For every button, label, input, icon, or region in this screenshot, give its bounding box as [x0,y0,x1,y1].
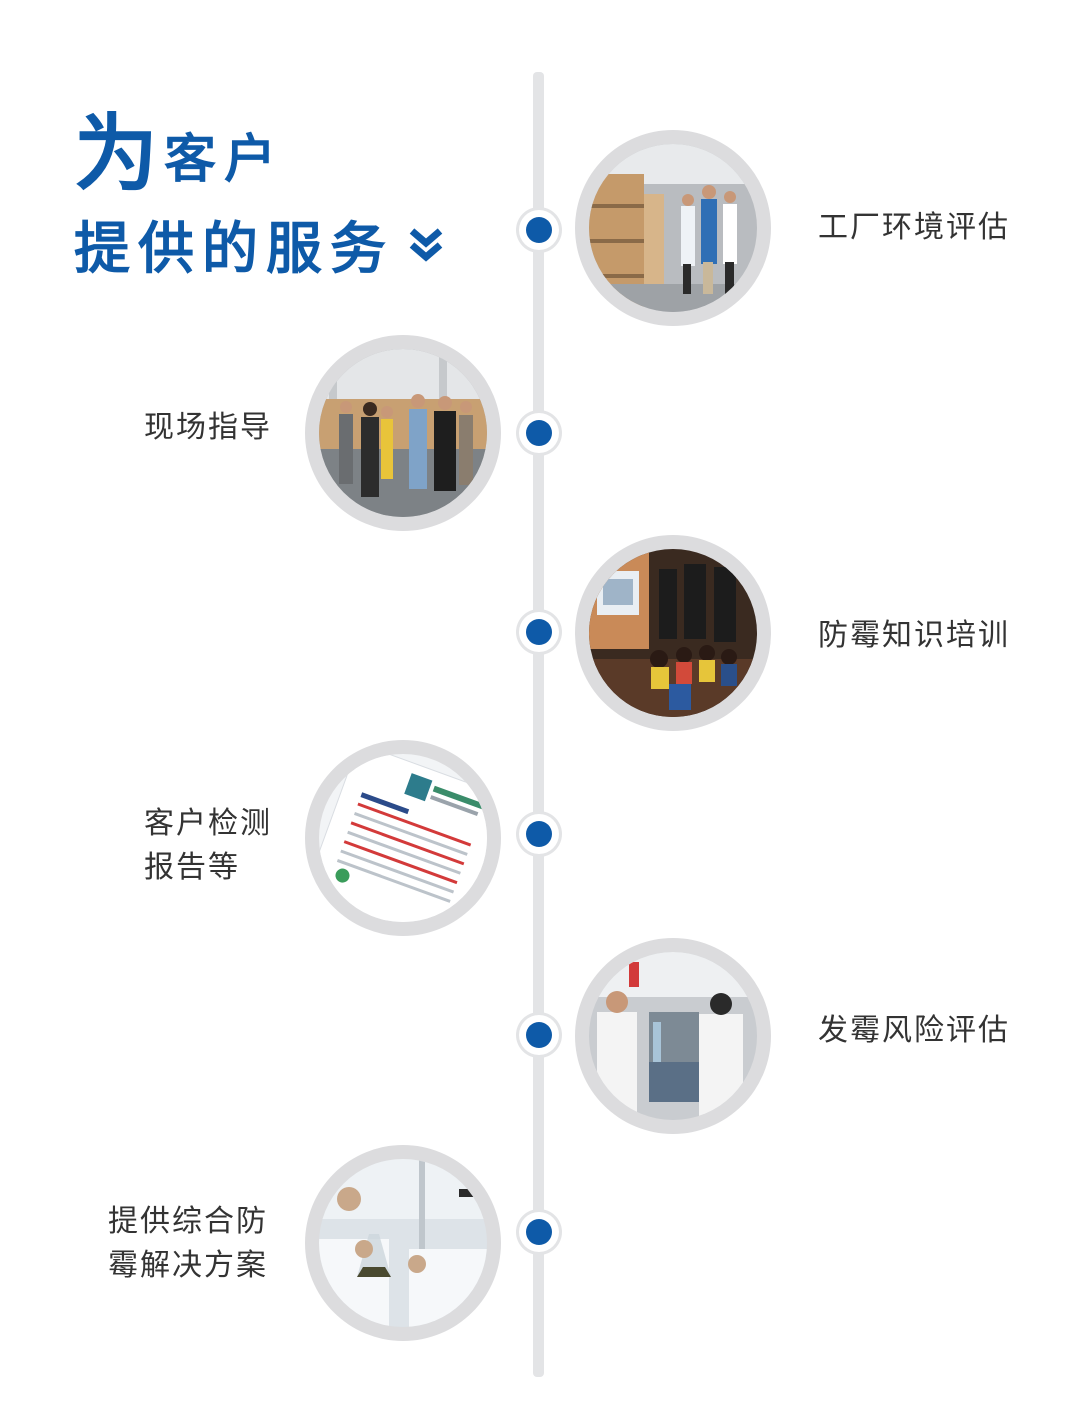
timeline-dot [526,217,552,243]
title-line2: 提供的服务 [74,217,394,282]
item-label-test-report-line2: 报告等 [144,850,240,885]
training-session-photo [575,535,771,731]
title-big-char: 为 [74,105,159,203]
factory-photo-illustration [589,144,757,312]
item-label-test-report: 客户检测 报告等 [144,802,272,890]
lab-flask-photo [305,1145,501,1341]
item-label-onsite-guidance: 现场指导 [144,410,272,445]
item-label-solution-line2: 霉解决方案 [108,1248,268,1283]
report-photo-illustration [319,754,487,922]
item-label-solution-line1: 提供综合防 [108,1204,268,1239]
title-line1: 客户 [164,130,285,190]
item-label-mold-risk: 发霉风险评估 [818,1013,1010,1048]
factory-inspection-photo [575,130,771,326]
timeline-dot [526,821,552,847]
item-label-test-report-line1: 客户检测 [144,806,272,841]
timeline-spine [533,72,544,1377]
lab-photo-illustration [589,952,757,1120]
training-photo-illustration [589,549,757,717]
timeline-dot [526,420,552,446]
timeline-dot [526,1219,552,1245]
timeline-dot [526,1022,552,1048]
item-label-mold-training: 防霉知识培训 [818,618,1010,653]
onsite-guidance-photo [305,335,501,531]
timeline-dot [526,619,552,645]
double-chevron-down-icon [409,227,443,262]
page-title: 为 客户 提供的服务 [74,112,446,285]
guidance-photo-illustration [319,349,487,517]
lab-assessment-photo [575,938,771,1134]
test-report-photo [305,740,501,936]
flask-photo-illustration [319,1159,487,1327]
item-label-factory-assessment: 工厂环境评估 [818,210,1010,245]
item-label-solution: 提供综合防 霉解决方案 [108,1200,268,1288]
